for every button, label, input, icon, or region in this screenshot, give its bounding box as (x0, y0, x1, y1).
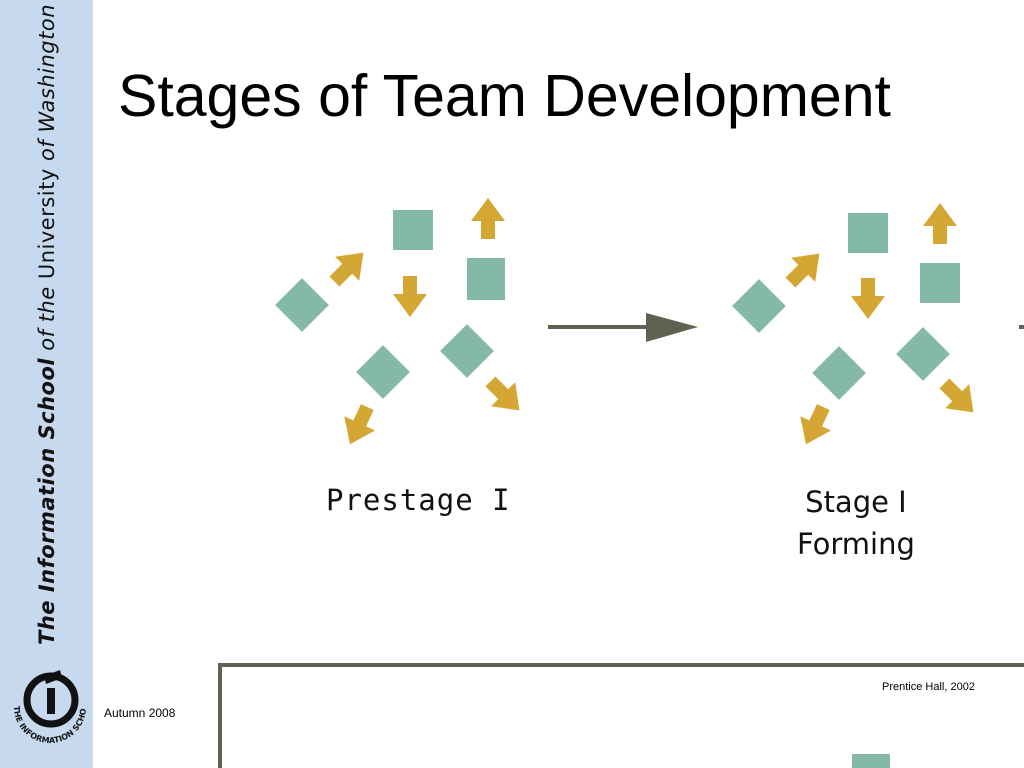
forming-label-line2: Forming (797, 527, 915, 561)
stage-connector-arrow (548, 313, 698, 342)
footer-source: Prentice Hall, 2002 (882, 681, 975, 693)
sidebar: The Information School of the University… (0, 0, 93, 768)
team-member-square (852, 754, 890, 768)
next-slide-frame (218, 663, 1024, 768)
prestage-label: Prestage I (326, 483, 511, 517)
direction-arrow (393, 276, 427, 317)
footer-date: Autumn 2008 (104, 706, 176, 720)
forming-label-line1: Stage I (805, 485, 907, 519)
direction-arrow (923, 203, 957, 244)
team-member-square (440, 324, 494, 378)
direction-arrow (778, 241, 832, 295)
team-member-square (393, 210, 433, 250)
team-member-square (356, 345, 410, 399)
direction-arrow (322, 240, 376, 294)
team-member-square (812, 346, 866, 400)
prestage-label-text: Prestage I (326, 483, 511, 517)
prestage-group (275, 198, 532, 452)
direction-arrow (478, 369, 532, 423)
ischool-logo-icon: THE INFORMATION SCHOOL (0, 648, 88, 745)
team-member-square (732, 279, 786, 333)
team-member-square (467, 258, 505, 300)
direction-arrow (471, 198, 505, 239)
team-member-square (896, 327, 950, 381)
team-member-square (848, 213, 888, 253)
direction-arrow (790, 399, 839, 452)
direction-arrow (932, 371, 986, 425)
direction-arrow (851, 278, 885, 319)
direction-arrow (334, 399, 383, 452)
team-member-square (275, 278, 329, 332)
slide-title: Stages of Team Development (118, 63, 891, 129)
team-member-square (920, 263, 960, 303)
forming-label: Stage I Forming (797, 481, 915, 565)
forming-group (732, 203, 986, 452)
